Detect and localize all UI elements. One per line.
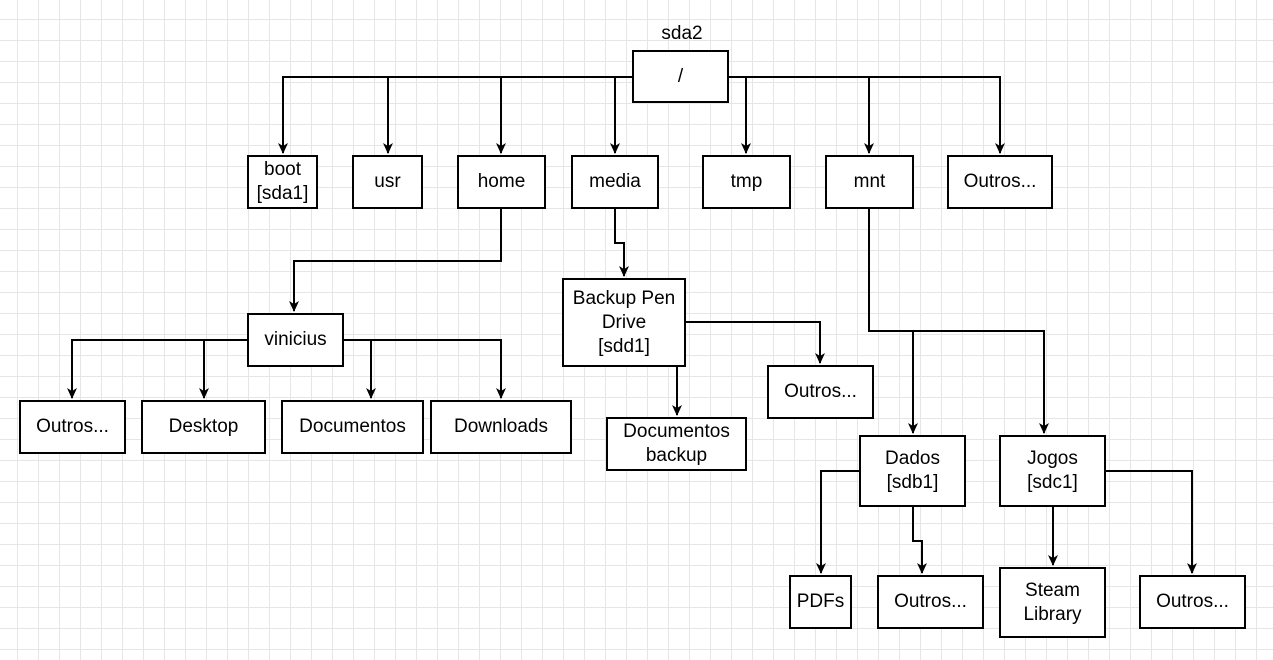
node-root-outros[interactable]: Outros... bbox=[947, 155, 1053, 209]
edge-media-backup bbox=[614, 209, 629, 277]
edge-home-vinicius bbox=[289, 209, 502, 312]
edge-jogos-outros bbox=[1106, 470, 1197, 574]
edge-vinicius-outros bbox=[67, 339, 247, 399]
edge-dados-pdfs bbox=[816, 470, 859, 574]
node-usr[interactable]: usr bbox=[352, 155, 423, 209]
edge-vinicius-desktop bbox=[199, 339, 247, 399]
edge-root-media bbox=[610, 76, 632, 154]
edge-mnt-dados bbox=[868, 209, 918, 434]
node-vinicius[interactable]: vinicius bbox=[247, 313, 344, 367]
node-downloads[interactable]: Downloads bbox=[430, 400, 572, 454]
edge-root-home bbox=[496, 76, 632, 154]
node-backup-pen-drive[interactable]: Backup Pen Drive [sdd1] bbox=[562, 278, 686, 367]
node-pdfs[interactable]: PDFs bbox=[789, 575, 852, 629]
edge-root-outros bbox=[729, 76, 1005, 154]
edge-vinicius-downloads bbox=[344, 339, 506, 399]
node-dados[interactable]: Dados [sdb1] bbox=[859, 435, 966, 507]
node-tmp[interactable]: tmp bbox=[702, 155, 791, 209]
node-mnt[interactable]: mnt bbox=[825, 155, 914, 209]
edge-mnt-jogos bbox=[869, 330, 1049, 434]
node-home-outros[interactable]: Outros... bbox=[19, 400, 126, 454]
edge-dados-outros bbox=[912, 507, 927, 574]
edge-vinicius-docs bbox=[344, 339, 376, 399]
edge-root-boot bbox=[278, 76, 632, 154]
node-dados-outros[interactable]: Outros... bbox=[877, 575, 984, 629]
node-jogos[interactable]: Jogos [sdc1] bbox=[999, 435, 1106, 507]
node-steam-library[interactable]: Steam Library bbox=[999, 567, 1106, 638]
edge-backup-outros bbox=[686, 321, 825, 364]
edge-root-tmp bbox=[729, 76, 751, 154]
node-home[interactable]: home bbox=[457, 155, 546, 209]
edge-root-usr bbox=[383, 76, 632, 154]
node-documentos[interactable]: Documentos bbox=[281, 400, 424, 454]
node-boot[interactable]: boot [sda1] bbox=[247, 155, 318, 209]
node-desktop[interactable]: Desktop bbox=[141, 400, 266, 454]
node-jogos-outros[interactable]: Outros... bbox=[1139, 575, 1246, 629]
node-media-outros[interactable]: Outros... bbox=[767, 365, 874, 419]
node-media[interactable]: media bbox=[571, 155, 659, 209]
edge-root-mnt bbox=[729, 76, 874, 154]
node-root[interactable]: / bbox=[632, 50, 729, 103]
node-documentos-backup[interactable]: Documentos backup bbox=[606, 417, 747, 471]
partition-label: sda2 bbox=[661, 23, 703, 44]
